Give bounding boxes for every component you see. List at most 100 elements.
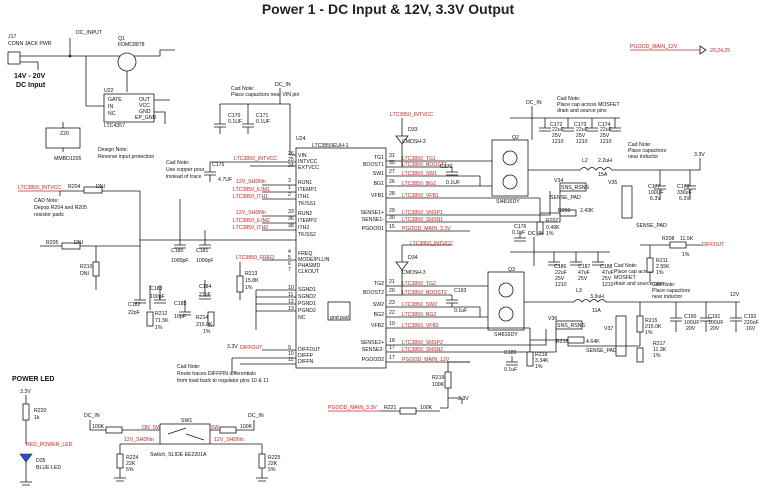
net-snsp1: LTC3850_SNSP1 [402, 210, 443, 216]
c178-val: 330uF [677, 190, 692, 196]
d35-ref: D35 [36, 458, 46, 464]
u24-left-pin: VIN [298, 153, 307, 159]
c175-val: 4.7UF [218, 177, 232, 183]
c175-wires [204, 161, 296, 182]
q1-wires [112, 49, 175, 92]
u24-right-pin: BOOST1 [363, 162, 384, 168]
net-3v3-out: 3.3V [694, 152, 705, 158]
r224-val: 22K [126, 461, 136, 467]
d33-ref: D33 [408, 127, 418, 133]
u24-gnd-pad-label: gnd pad [330, 315, 349, 321]
u24-left-pin: RUN2 [298, 211, 312, 217]
u24-left-pin-number: 7 [288, 267, 291, 273]
u24-left-pin: PGND1 [298, 301, 316, 307]
input-rating-1: 14V - 20V [14, 73, 45, 80]
l2-val: 2.2uH [598, 158, 612, 164]
cad-note-copper-3: instead of trace [166, 174, 202, 180]
net-diffout-right: DIFFOUT [702, 242, 725, 248]
r211-ref: R211 [656, 258, 668, 264]
r219-ref: R219 [432, 375, 445, 381]
net-on-sw-left: ON_SW [142, 425, 161, 431]
power-led-section: POWER LED 3.3V R220 1k RED_POWER_LED D35… [12, 376, 73, 486]
r213-val: 15.8K [245, 278, 259, 284]
u24-right-pin-number: 27 [389, 169, 395, 175]
r213-body [236, 275, 244, 293]
r210-body [92, 261, 100, 277]
u24-chip [295, 147, 387, 369]
net-intvcc-d34: LTC3850_INTVCC [410, 241, 453, 247]
r221-val: 100K [420, 405, 433, 411]
c178-v: 6.3V [679, 196, 690, 202]
v36-ref: V36 [548, 316, 557, 322]
u24-left-pin: PGND2 [298, 308, 316, 314]
net-freq: LTC3850_FREQ [236, 255, 274, 261]
buck-3v3: LTC3850_INTVCC D33 CMDSH-3 LTC3850_TG1 L… [386, 100, 705, 242]
q2-ref: Q2 [512, 135, 519, 141]
u24-left-pin: ITEMP1 [298, 187, 317, 193]
q1-mosfet-symbol [117, 52, 137, 72]
cad-note-mosfet1-1: Cad Note: [557, 96, 580, 102]
c182-ref: C182 [128, 302, 141, 308]
u24-left-pin: CLKOUT [298, 269, 320, 275]
u24-left-pin-number: 26 [288, 151, 294, 157]
dc-input-section: J17 CONN JACK PWR 14V - 20V DC Input DC_… [7, 30, 175, 162]
q3-chip [487, 271, 525, 331]
c188-ref: C188 [600, 264, 613, 270]
c187-val: 47uF [578, 270, 590, 276]
c178-ref: C178 [677, 184, 690, 190]
u24-right-pin-number: 23 [389, 300, 395, 306]
out-caps-3v3 [640, 158, 701, 200]
u24-right-pin: BG2 [374, 312, 384, 318]
r215-tol: 1% [645, 330, 653, 336]
u24-left-pin: SGND1 [298, 287, 316, 293]
c187-ref: C187 [578, 264, 591, 270]
r210-val: DNI [80, 271, 89, 277]
r207-tol: 1% [546, 231, 554, 237]
net-snsp2: LTC3850_SNSP2 [402, 340, 443, 346]
u24-right-pin: PGOOD2 [362, 357, 384, 363]
u24-right-pin-number: 29 [389, 208, 395, 214]
q2-fet-b [502, 174, 518, 190]
r219-body [444, 371, 452, 389]
u24-left-pin-number: 9 [288, 345, 291, 351]
c188-val: 47uF [602, 270, 614, 276]
u24-left-pin: DIFFOUT [298, 347, 321, 353]
net-dc-input: DC_INPUT [76, 30, 103, 36]
u22-part: LTC4357 [104, 123, 125, 129]
bulk-caps-2-plates [548, 261, 604, 266]
c189-ref: C189 [504, 350, 517, 356]
c181-val: 1000pF [196, 258, 214, 264]
r214-ref: R214 [196, 315, 209, 321]
c170-ref: C170 [228, 113, 241, 119]
c180-c181-wires [174, 199, 211, 249]
c173-v: 25V [576, 133, 586, 139]
u24-right-pin: SENSE1- [362, 217, 384, 223]
u24-right-pin: SW1 [373, 171, 384, 177]
cad-note-route-3: from load back to regulator pins 10 & 11 [177, 378, 269, 384]
u24-right-pin-number: 21 [389, 279, 395, 285]
d34-ref: D34 [408, 255, 418, 261]
cad-note-vin-1: Cad Note: [231, 86, 254, 92]
u24-left-nets: 12V_SHDNn LTC3850_ILIM1 LTC3850_ITH1 12V… [18, 179, 296, 372]
cad-notes: Cad Note: Place capacitors near VIN pin … [34, 86, 690, 384]
u24-ref: U24 [296, 136, 306, 142]
r205-ref: R205 [46, 240, 59, 246]
r208-tol: 1% [682, 252, 690, 258]
net-vfb2: LTC3850_VFB2 [402, 323, 439, 329]
r204-body [83, 186, 103, 194]
u24-right-pin: SENSE2+ [360, 340, 384, 346]
cad-note-depop-2: Depop R204 and R205 [34, 205, 87, 211]
c184-val: 27pF [199, 292, 211, 298]
r224-body [116, 453, 124, 469]
r208-ref: R208 [662, 236, 675, 242]
cad-note-route-2: Route traces DIFFPIN differentials [177, 371, 256, 377]
l3-val: 3.3uH [590, 294, 604, 300]
c180-ref: C180 [171, 248, 184, 254]
u24-left-pin-number: 10 [288, 351, 294, 357]
net-shdn-b: 12V_SHDNn [236, 210, 266, 216]
r219-val: 100K [432, 382, 445, 388]
diff-wires [231, 349, 296, 372]
r206-val: 2.43K [580, 208, 594, 214]
q3-wires [470, 285, 574, 318]
